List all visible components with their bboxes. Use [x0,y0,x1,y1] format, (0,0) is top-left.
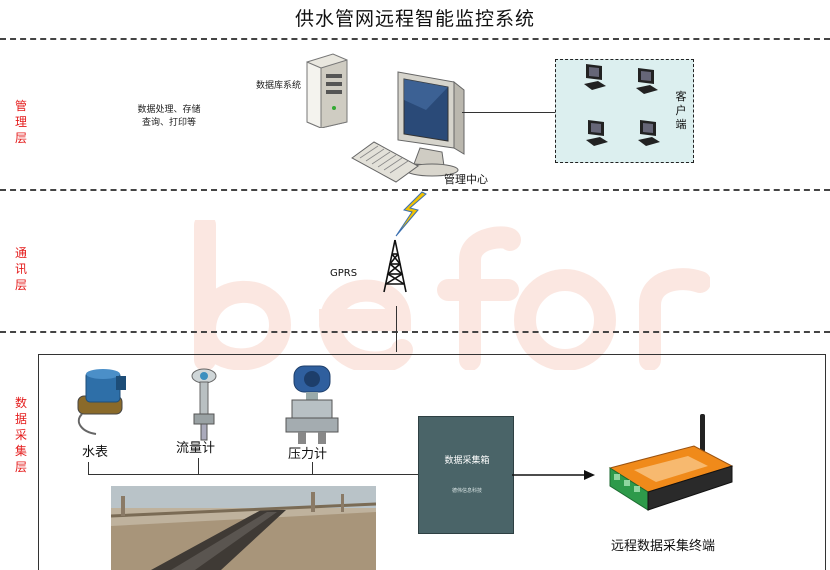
watermark-logo [194,220,710,370]
gprs-acquisition-link [396,306,397,352]
client-pc-icon [584,64,606,90]
gprs-label: GPRS [330,268,358,279]
processing-text: 数据处理、存储 查询、打印等 [124,104,214,130]
flow-meter-label: 流量计 [176,441,216,456]
water-meter-drop [88,462,89,474]
collection-box-sublabel: 德伟信息科技 [451,488,482,494]
acquisition-frame [38,354,826,570]
server-icon [306,53,348,128]
client-pc-icon [638,120,660,146]
client-pc-icon [636,68,658,94]
lightning-icon [395,191,427,237]
water-meter-label: 水表 [82,445,109,460]
center-client-link [462,112,555,113]
processing-line-1: 数据处理、存储 [137,105,201,115]
terminal-label: 远程数据采集终端 [611,539,716,554]
arrow-to-terminal [512,470,595,480]
data-terminal-icon [608,414,734,511]
pressure-meter-drop [312,462,313,474]
flow-meter-icon [191,368,217,441]
page-title: 供水管网远程智能监控系统 [294,8,535,30]
layer-label-communication: 通讯层 [14,246,27,292]
pressure-meter-label: 压力计 [288,447,328,462]
monitor-icon [397,71,465,177]
separator-management [0,189,830,191]
layer-label-management: 管理层 [14,99,27,145]
processing-line-2: 查询、打印等 [141,118,196,128]
db-system-label: 数据库系统 [256,81,302,91]
client-label: 客户端 [675,90,687,131]
water-meter-icon [77,369,126,435]
separator-top [0,38,830,40]
collection-box-icon: 数据采集箱 德伟信息科技 [418,416,514,534]
collection-box-label: 数据采集箱 [444,456,490,466]
client-box [555,59,694,163]
client-pc-icon [586,120,608,146]
keyboard-icon [351,141,419,183]
separator-communication [0,331,830,333]
flow-meter-drop [198,458,199,474]
layer-label-acquisition: 数据采集层 [14,396,27,474]
center-label: 管理中心 [444,173,488,186]
pipeline-photo [111,486,376,570]
radio-tower-icon [383,239,407,293]
sensor-bus-line [88,474,418,475]
pressure-transmitter-icon [285,365,339,444]
